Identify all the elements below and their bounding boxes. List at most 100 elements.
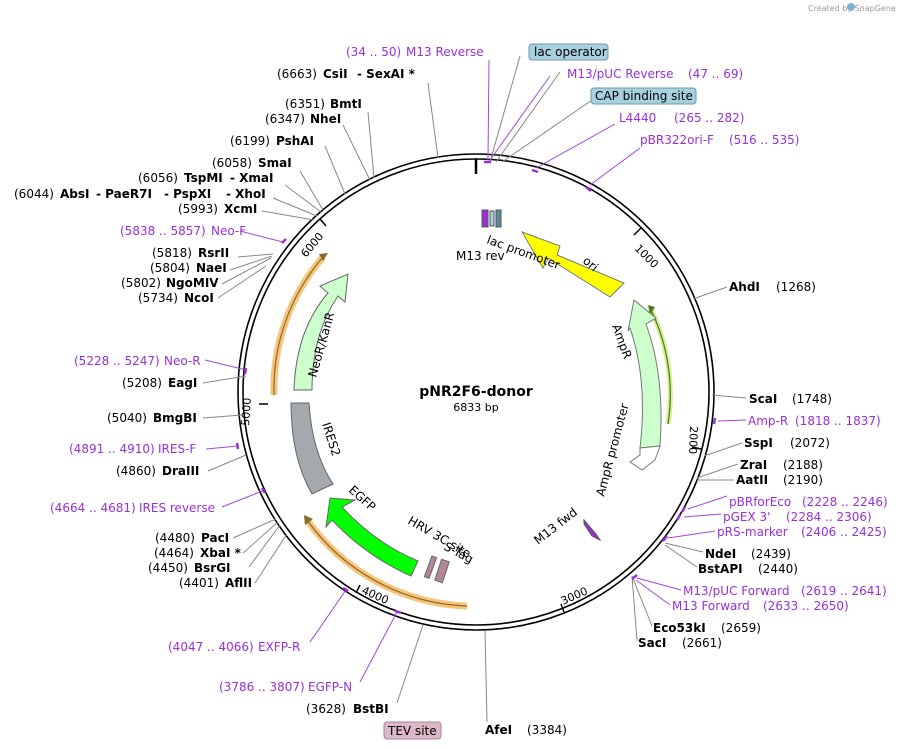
primer-labels-neo-r-name: Neo-R (164, 354, 201, 368)
primer-labels-m13puc-forward-name: M13/pUC Forward (683, 584, 790, 598)
neor-kanr-arrow (293, 273, 349, 391)
primer-labels-pbrforeco-name: pBRforEco (729, 495, 791, 509)
site-labels-saci-name: SacI (638, 636, 666, 650)
polyline-shape-32 (631, 575, 653, 627)
lac-operator-box-label: lac operator (534, 45, 607, 59)
m13-rev-label: M13 rev (456, 249, 505, 263)
ampr-promoter-arrow (629, 445, 661, 471)
primer-marks (235, 160, 717, 615)
site-labels-zrai-pos: (2188) (783, 458, 823, 472)
polyline-shape-42 (204, 359, 247, 371)
site-labels-ndei-name: NdeI (705, 547, 736, 561)
m13-fwd-label: M13 fwd (531, 505, 580, 547)
site-labels-nhei-pos: (6347) (265, 112, 305, 126)
line-shape-55 (585, 186, 592, 192)
polyline-shape-49 (683, 513, 722, 518)
backbone (237, 153, 715, 631)
primer-m13-reverse-name: M13 Reverse (406, 45, 484, 59)
primer-labels-ires-f-range: (4891 .. 4910) (69, 442, 155, 456)
polyline-shape-11 (261, 210, 315, 221)
primer-labels-neo-r-range: (5228 .. 5247) (74, 354, 160, 368)
site-labels-afliii-pos: (4401) (179, 576, 219, 590)
polyline-shape-44 (221, 489, 266, 508)
primer-labels-m13-forward-name: M13 Forward (672, 599, 750, 613)
primer-labels-neo-f-range: (5838 .. 5857) (120, 224, 206, 238)
rect-shape-95 (590, 87, 697, 105)
primer-pbr322ori-f-name: pBR322ori-F (640, 133, 714, 147)
site-labels-pshai-pos: (6199) (230, 134, 270, 148)
primer-labels-pgex3-range: (2284 .. 2306) (786, 510, 872, 524)
polyline-shape-17 (202, 414, 243, 419)
plasmid-title: pNR2F6-donor 6833 bp (419, 384, 533, 414)
site-labels-tspmi-name: TspMI (184, 171, 223, 185)
site-labels-sspi-name: SspI (744, 436, 773, 450)
polyline-shape-13 (229, 255, 273, 271)
polyline-shape-8 (299, 170, 324, 211)
site-labels-saci-pos: (2661) (682, 636, 722, 650)
line-shape-67 (633, 227, 642, 236)
primer-l4440-name: L4440 (619, 111, 656, 125)
polyline-shape-5 (367, 111, 375, 179)
primer-labels-ires-reverse-name: IRES reverse (139, 501, 215, 515)
path-shape-80 (650, 309, 671, 425)
polyline-shape-9 (284, 184, 322, 213)
polyline-shape-31 (664, 544, 698, 568)
polyline-shape-22 (254, 533, 288, 584)
m13-rev-mark (481, 209, 489, 228)
polyline-shape-19 (232, 518, 277, 539)
rect-shape-96 (383, 721, 442, 740)
tick-5000: 5000 (239, 397, 254, 426)
ires2-label: IRES2 (319, 421, 343, 458)
site-labels-pshai-name: PshAI (276, 134, 314, 148)
primer-labels-neo-f-name: Neo-F (211, 224, 246, 238)
path-shape-74 (273, 256, 324, 396)
polyline-shape-28 (696, 463, 739, 479)
polyline-shape-50 (667, 530, 716, 539)
site-labels-eagi-name: EagI (168, 376, 197, 390)
polyline-shape-34 (489, 55, 521, 163)
neo-band-arrowhead (319, 253, 328, 261)
line-shape-69 (560, 603, 565, 613)
site-labels-aatii-pos: (2190) (783, 473, 823, 487)
polyline-shape-25 (692, 286, 728, 300)
site-labels-draiii-name: DraIII (162, 464, 199, 478)
site-labels-smai-pos: (6058) (212, 156, 252, 170)
polyline-shape-16 (202, 375, 247, 384)
line-shape-65 (662, 535, 668, 542)
line-shape-59 (260, 487, 267, 494)
line-shape-54 (531, 168, 539, 174)
bottom-labels: AfeI (3384) (485, 723, 567, 737)
site-labels-csii-pos: (6663) (277, 67, 317, 81)
polyline-shape-37 (487, 59, 490, 161)
site-labels-absi-name: AbsI (60, 187, 89, 201)
site-labels-bstbi-name: BstBI (353, 702, 389, 716)
line-shape-72 (319, 218, 327, 227)
site-labels-scai-pos: (1748) (792, 392, 832, 406)
polyline-shape-18 (207, 454, 247, 472)
m13-fwd-arrow (583, 518, 602, 542)
line-shape-66 (631, 574, 638, 580)
primer-labels-amp-r-range: (1818 .. 1837) (795, 414, 881, 428)
site-labels-xcmi-pos: (5993) (178, 202, 218, 216)
cap-binding-site-box-label: CAP binding site (595, 89, 693, 103)
line-shape-61 (394, 609, 402, 615)
ampr-promoter-label: AmpR promoter (593, 402, 631, 498)
site-labels-bmgbi-pos: (5040) (107, 411, 147, 425)
site-labels-tspmi-pos: (6056) (138, 171, 178, 185)
polyline-shape-39 (535, 123, 616, 169)
line-shape-68 (691, 446, 702, 450)
line-shape-63 (680, 506, 687, 513)
primer-m13puc-reverse-name: M13/pUC Reverse (567, 67, 674, 81)
site-labels-naei-name: NaeI (196, 261, 227, 275)
lac-promoter-mark (495, 209, 502, 228)
site-labels-zrai-name: ZraI (740, 458, 767, 472)
primer-labels-ires-f-name: IRES-F (158, 442, 196, 456)
polyline-shape-43 (205, 445, 239, 450)
backbone-outer-ring (237, 153, 715, 631)
site-labels-ahdi-pos: (1268) (776, 280, 816, 294)
primer-m13puc-reverse-range: (47 .. 69) (688, 67, 743, 81)
site-labels-ngomiv-name: NgoMIV (166, 276, 219, 290)
site-labels-paci-name: PacI (201, 531, 229, 545)
leader-lines (202, 55, 747, 723)
